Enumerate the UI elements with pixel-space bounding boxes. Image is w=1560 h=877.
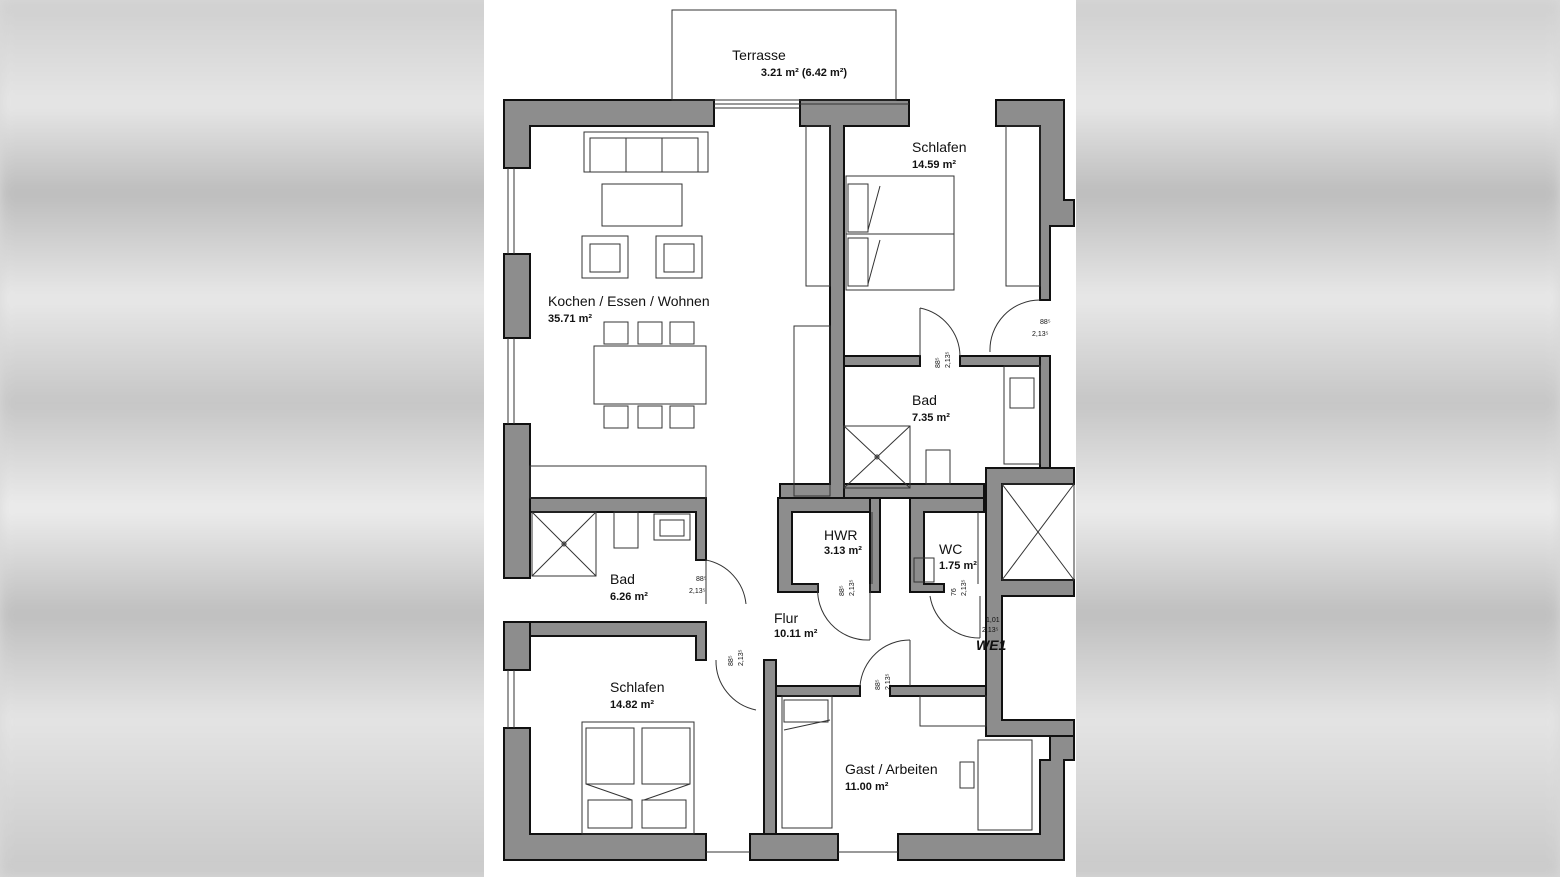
flur-name: Flur: [774, 610, 798, 626]
hwr-area: 3.13 m²: [824, 545, 862, 557]
terrasse-name: Terrasse: [732, 47, 786, 63]
furniture-lines: [507, 9, 1075, 853]
schlafen-top-area: 14.59 m²: [912, 159, 956, 171]
schlafen-bottom-name: Schlafen: [610, 679, 664, 695]
gast-name: Gast / Arbeiten: [845, 761, 938, 777]
door-dim-7-h: 2,13⁵: [961, 579, 968, 596]
gast-area: 11.00 m²: [845, 781, 889, 793]
door-dim-3-w: 88⁵: [935, 357, 942, 368]
terrasse-area: 3.21 m² (6.42 m²): [761, 67, 848, 79]
walls: [503, 99, 1075, 861]
schlafen-top-name: Schlafen: [912, 139, 966, 155]
floor-plan: Terrasse 3.21 m² (6.42 m²) Kochen / Esse…: [503, 9, 1075, 861]
bad-left-area: 6.26 m²: [610, 591, 648, 603]
wc-area: 1.75 m²: [939, 560, 977, 572]
door-dim-2-h: 2,13⁵: [689, 588, 706, 595]
door-dim-8-h: 2,13⁵: [982, 627, 999, 634]
kochen-name: Kochen / Essen / Wohnen: [548, 293, 710, 309]
flur-area: 10.11 m²: [774, 628, 818, 640]
door-dim-5-h: 2,13⁵: [738, 649, 745, 666]
floor-plan-sheet: Terrasse 3.21 m² (6.42 m²) Kochen / Esse…: [484, 0, 1076, 877]
door-dim-4-w: 88⁵: [839, 585, 846, 596]
bad-left-name: Bad: [610, 571, 635, 587]
door-dim-5-w: 88⁵: [728, 655, 735, 666]
door-dim-4-h: 2,13⁵: [849, 579, 856, 596]
schlafen-bottom-area: 14.82 m²: [610, 699, 654, 711]
door-dim-6-w: 88⁵: [875, 679, 882, 690]
door-dimensions: 88⁵ 2,13⁵ 88⁵ 2,13⁵ 1,01 2,13⁵ 88⁵ 2,13⁵…: [689, 319, 1051, 690]
kochen-area: 35.71 m²: [548, 313, 592, 325]
door-dim-8-w: 1,01: [986, 617, 1000, 624]
door-dim-2-w: 88⁵: [696, 576, 707, 583]
door-dim-1-h: 2,13⁵: [1032, 331, 1049, 338]
wc-name: WC: [939, 541, 962, 557]
door-dim-1-w: 88⁵: [1040, 319, 1051, 326]
room-labels: Terrasse 3.21 m² (6.42 m²) Kochen / Esse…: [548, 47, 1007, 793]
hwr-name: HWR: [824, 527, 857, 543]
bad-right-area: 7.35 m²: [912, 412, 950, 424]
unit-label: WE1: [976, 637, 1007, 653]
bad-right-name: Bad: [912, 392, 937, 408]
door-dim-6-h: 2,13⁵: [885, 673, 892, 690]
door-dim-3-h: 2,13⁵: [945, 351, 952, 368]
door-dim-7-w: 76: [951, 588, 958, 596]
